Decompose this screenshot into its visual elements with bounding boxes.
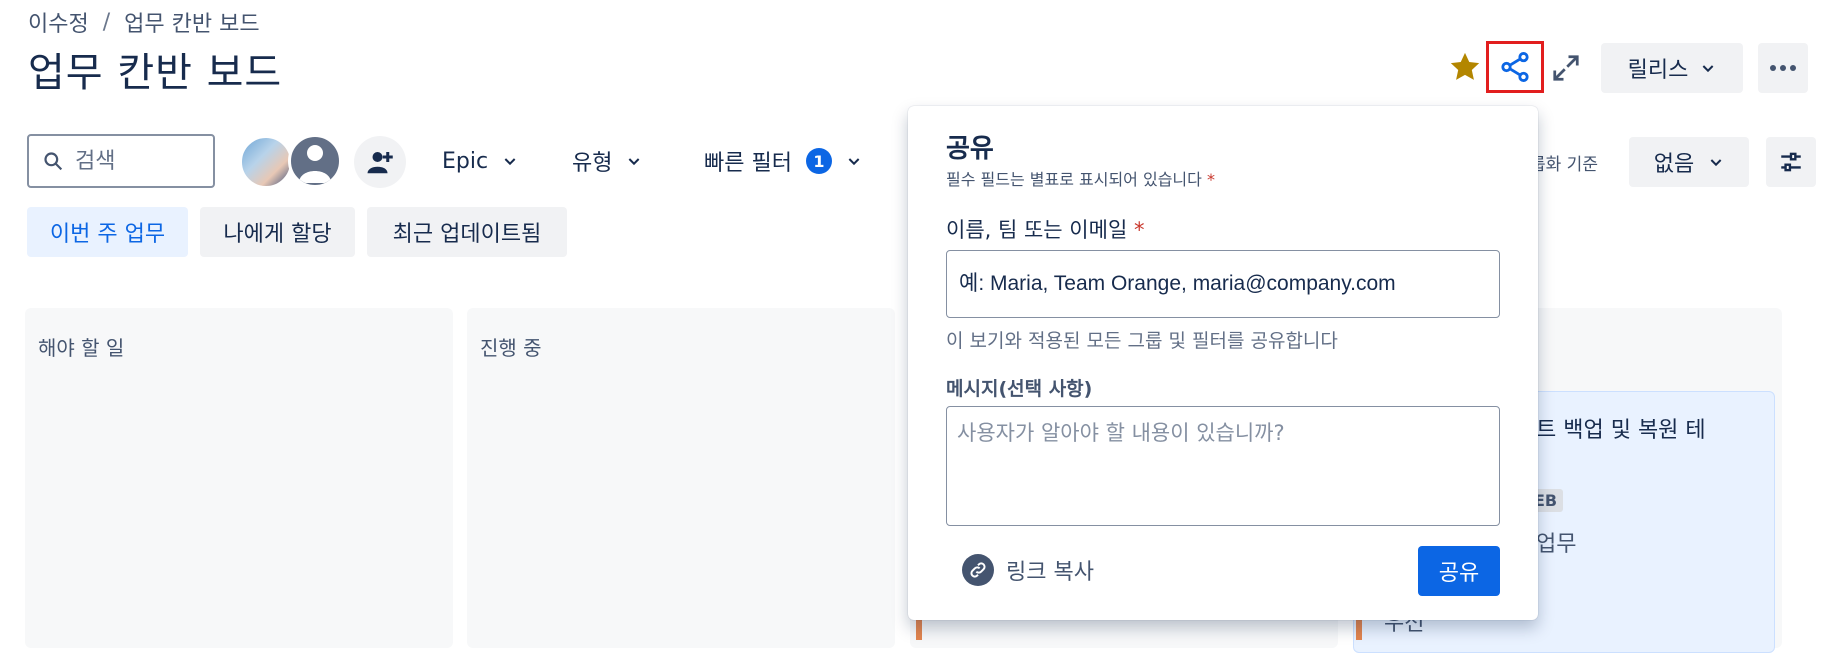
recipient-field[interactable] [946, 250, 1500, 318]
add-user-button[interactable] [354, 136, 406, 188]
chevron-down-icon [504, 158, 516, 166]
page-title: 업무 칸반 보드 [28, 50, 283, 96]
chip-this-week[interactable]: 이번 주 업무 [27, 207, 188, 257]
more-icon [1770, 65, 1796, 71]
required-fields-note: 필수 필드는 별표로 표시되어 있습니다 * [946, 166, 1215, 190]
quick-filter-label: 빠른 필터 [704, 151, 792, 176]
breadcrumb-separator: / [102, 9, 111, 35]
search-field[interactable] [27, 134, 215, 188]
recipient-label: 이름, 팀 또는 이메일 * [946, 214, 1144, 244]
share-button[interactable] [1486, 41, 1544, 93]
share-dialog-title: 공유 [946, 134, 994, 164]
search-input[interactable] [73, 147, 197, 175]
search-icon [44, 152, 63, 171]
release-label: 릴리스 [1627, 58, 1689, 83]
avatar-default[interactable] [288, 134, 342, 188]
required-note-text: 필수 필드는 별표로 표시되어 있습니다 [946, 170, 1202, 189]
column-in-progress: 진행 중 [467, 308, 895, 648]
type-filter-label: 유형 [572, 151, 613, 176]
group-by-value: 없음 [1653, 152, 1695, 177]
group-by-select[interactable]: 없음 [1629, 137, 1749, 187]
share-hint: 이 보기와 적용된 모든 그룹 및 필터를 공유합니다 [946, 330, 1338, 352]
chevron-down-icon [1710, 159, 1722, 167]
chip-recently-updated[interactable]: 최근 업데이트됨 [367, 207, 567, 257]
share-submit-button[interactable]: 공유 [1418, 546, 1500, 596]
avatar[interactable] [240, 136, 292, 188]
type-filter[interactable]: 유형 [572, 138, 642, 184]
share-icon [1501, 51, 1529, 83]
issue-card-title: 트 백업 및 복원 테 [1536, 418, 1706, 443]
group-by-label: 룹화 기준 [1530, 155, 1598, 175]
recipient-input[interactable] [957, 271, 1491, 297]
column-todo: 해야 할 일 [25, 308, 453, 648]
sliders-icon [1781, 152, 1801, 172]
star-icon[interactable] [1448, 50, 1482, 84]
breadcrumb-parent[interactable]: 이수정 [28, 12, 89, 37]
card-edge [1356, 600, 1362, 640]
chip-assigned-to-me[interactable]: 나에게 할당 [200, 207, 355, 257]
message-field[interactable] [946, 406, 1500, 526]
epic-filter-label: Epic [442, 148, 489, 174]
recipient-label-text: 이름, 팀 또는 이메일 [946, 218, 1128, 242]
required-mark: * [1133, 218, 1145, 242]
column-title: 해야 할 일 [38, 336, 125, 360]
quick-filter-count-badge: 1 [805, 148, 832, 174]
copy-link-label: 링크 복사 [1006, 560, 1094, 585]
column-title: 진행 중 [480, 336, 542, 360]
chevron-down-icon [629, 158, 640, 166]
chevron-down-icon [848, 158, 860, 166]
required-mark: * [1206, 170, 1215, 189]
quick-filter[interactable]: 빠른 필터 1 [704, 138, 862, 184]
epic-filter[interactable]: Epic [442, 138, 518, 184]
breadcrumb: 이수정 / 업무 칸반 보드 [28, 6, 260, 38]
card-edge [916, 600, 922, 640]
release-dropdown[interactable]: 릴리스 [1601, 43, 1743, 93]
expand-icon[interactable] [1546, 48, 1586, 88]
issue-card-text: 업무 [1536, 532, 1577, 557]
user-icon [299, 145, 331, 183]
breadcrumb-current[interactable]: 업무 칸반 보드 [124, 12, 260, 37]
link-icon [962, 554, 994, 586]
share-dialog: 공유 필수 필드는 별표로 표시되어 있습니다 * 이름, 팀 또는 이메일 *… [908, 106, 1538, 620]
message-input[interactable] [957, 417, 1487, 517]
chevron-down-icon [1702, 65, 1714, 73]
add-user-icon [367, 152, 393, 174]
copy-link-button[interactable]: 링크 복사 [962, 554, 1094, 586]
view-settings-button[interactable] [1766, 137, 1816, 187]
message-label: 메시지(선택 사항) [946, 378, 1093, 400]
more-button[interactable] [1758, 43, 1808, 93]
